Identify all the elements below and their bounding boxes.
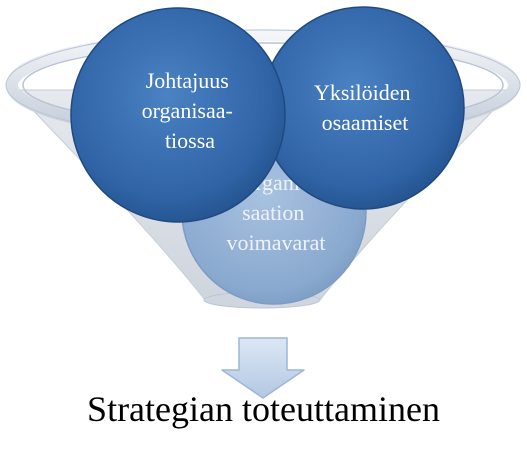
- circle-2-line-1: Yksilöiden: [314, 80, 411, 105]
- down-arrow-icon: [221, 337, 305, 399]
- circle-1-line-3: tiossa: [165, 128, 215, 153]
- result-label: Strategian toteuttaminen: [87, 389, 440, 429]
- circle-1-line-2: organisaa-: [142, 98, 233, 123]
- circle-1-line-1: Johtajuus: [146, 68, 229, 93]
- input-circle-johtajuus: Johtajuus organisaa- tiossa: [70, 7, 286, 223]
- circle-3-line-3: voimavarat: [227, 230, 326, 255]
- circle-2-line-2: osaamiset: [322, 110, 409, 135]
- svg-text:Yksilöiden osaamiset: Yksilöiden osaamiset: [314, 80, 416, 135]
- input-circle-yksiloiden-osaamiset: Yksilöiden osaamiset: [261, 6, 465, 210]
- circle-3-line-2: saation: [242, 200, 304, 225]
- svg-text:Johtajuus organisaa-: Johtajuus organisaa- tiossa: [142, 68, 239, 153]
